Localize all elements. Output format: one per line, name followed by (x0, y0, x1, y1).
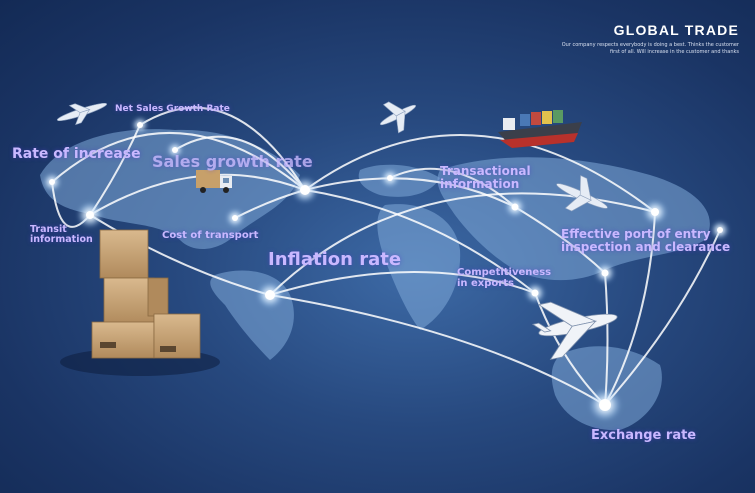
asia-shape (437, 157, 710, 281)
airplane-icon (531, 301, 618, 361)
africa-shape (377, 204, 461, 330)
cardboard-boxes-icon (60, 229, 220, 376)
label-transactional-information: Transactional information (440, 164, 531, 191)
label-transit-information: Transit information (30, 224, 93, 245)
banner-title: GLOBAL TRADE (613, 22, 739, 38)
airplane-icon (379, 101, 417, 134)
airplane-icon (556, 174, 608, 212)
label-cost-of-transport: Cost of transport (162, 230, 259, 241)
label-inflation-rate: Inflation rate (268, 249, 402, 270)
label-rate-of-increase: Rate of increase (12, 146, 141, 162)
label-net-sales-growth-rate: Net Sales Growth Rate (115, 104, 230, 114)
network-nodes (43, 117, 729, 421)
label-sales-growth-rate: Sales growth rate (152, 152, 313, 171)
delivery-truck-icon (196, 170, 232, 193)
banner-subtitle: Our company respects everybody is doing … (561, 42, 739, 55)
airplane-icon (56, 103, 108, 126)
label-effective-port-of-entry: Effective port of entry inspection and c… (561, 227, 731, 254)
label-competitiveness-in-exports: Competitiveness in exports (457, 267, 552, 289)
europe-shape (358, 164, 440, 197)
label-exchange-rate: Exchange rate (591, 428, 697, 443)
cargo-ship-icon (498, 110, 582, 148)
